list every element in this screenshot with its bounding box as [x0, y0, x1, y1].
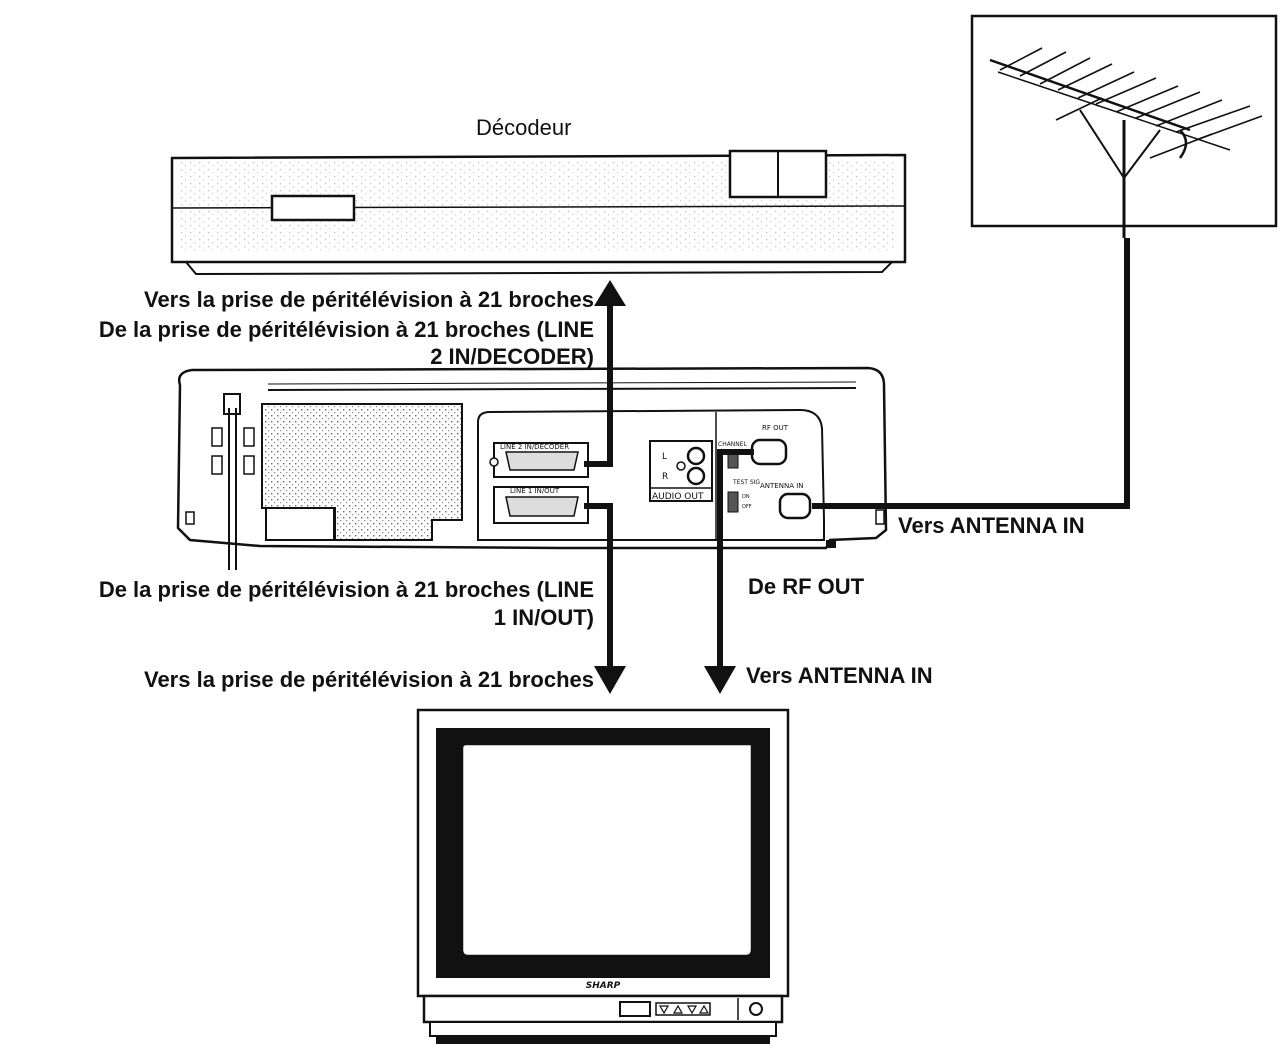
arrow-up-decoder [594, 280, 626, 306]
cable-antenna-vcr [812, 238, 1130, 509]
decoder-scart-to-label: Vers la prise de péritélévision à 21 bro… [143, 287, 594, 312]
test-sig-on: ON [742, 494, 750, 500]
audio-right-label: R [662, 472, 668, 482]
channel-label: CHANNEL [718, 441, 748, 448]
decoder-title: Décodeur [476, 115, 572, 140]
cable-line1-tv [584, 503, 613, 668]
cable-decoder-line2 [584, 300, 613, 467]
vcr-rear-panel: LINE 2 IN/DECODER LINE 1 IN/OUT L R AUDI… [176, 366, 888, 570]
antenna-in-panel-label: ANTENNA IN [760, 482, 804, 490]
television: SHARP [416, 708, 790, 1044]
line2-from-label-1: De la prise de péritélévision à 21 broch… [98, 317, 594, 342]
line2-jack-label: LINE 2 IN/DECODER [500, 443, 569, 451]
tv-scart-to-label: Vers la prise de péritélévision à 21 bro… [143, 667, 594, 692]
cable-rfout-tv [717, 449, 754, 668]
tv-antenna-in-label: Vers ANTENNA IN [746, 663, 933, 688]
vcr-antenna-in-label: Vers ANTENNA IN [898, 513, 1085, 538]
cables [584, 238, 1130, 668]
test-sig-off: OFF [742, 504, 752, 510]
audio-left-label: L [662, 452, 667, 462]
line1-from-label-2: 1 IN/OUT) [493, 605, 594, 630]
line1-jack-label: LINE 1 IN/OUT [510, 487, 560, 495]
arrow-down-tv-antenna [704, 666, 736, 694]
test-sig-label: TEST SIG [732, 479, 760, 486]
line2-from-label-2: 2 IN/DECODER) [430, 344, 594, 369]
arrow-down-tv-scart [594, 666, 626, 694]
rf-out-label: RF OUT [762, 424, 789, 432]
audio-out-label: AUDIO OUT [652, 492, 704, 502]
tv-brand-logo: SHARP [586, 981, 621, 991]
arrowheads [594, 280, 736, 694]
decoder-unit [170, 149, 907, 276]
rf-out-from-label: De RF OUT [748, 574, 865, 599]
line1-from-label-1: De la prise de péritélévision à 21 broch… [98, 577, 594, 602]
antenna-box [970, 14, 1278, 238]
